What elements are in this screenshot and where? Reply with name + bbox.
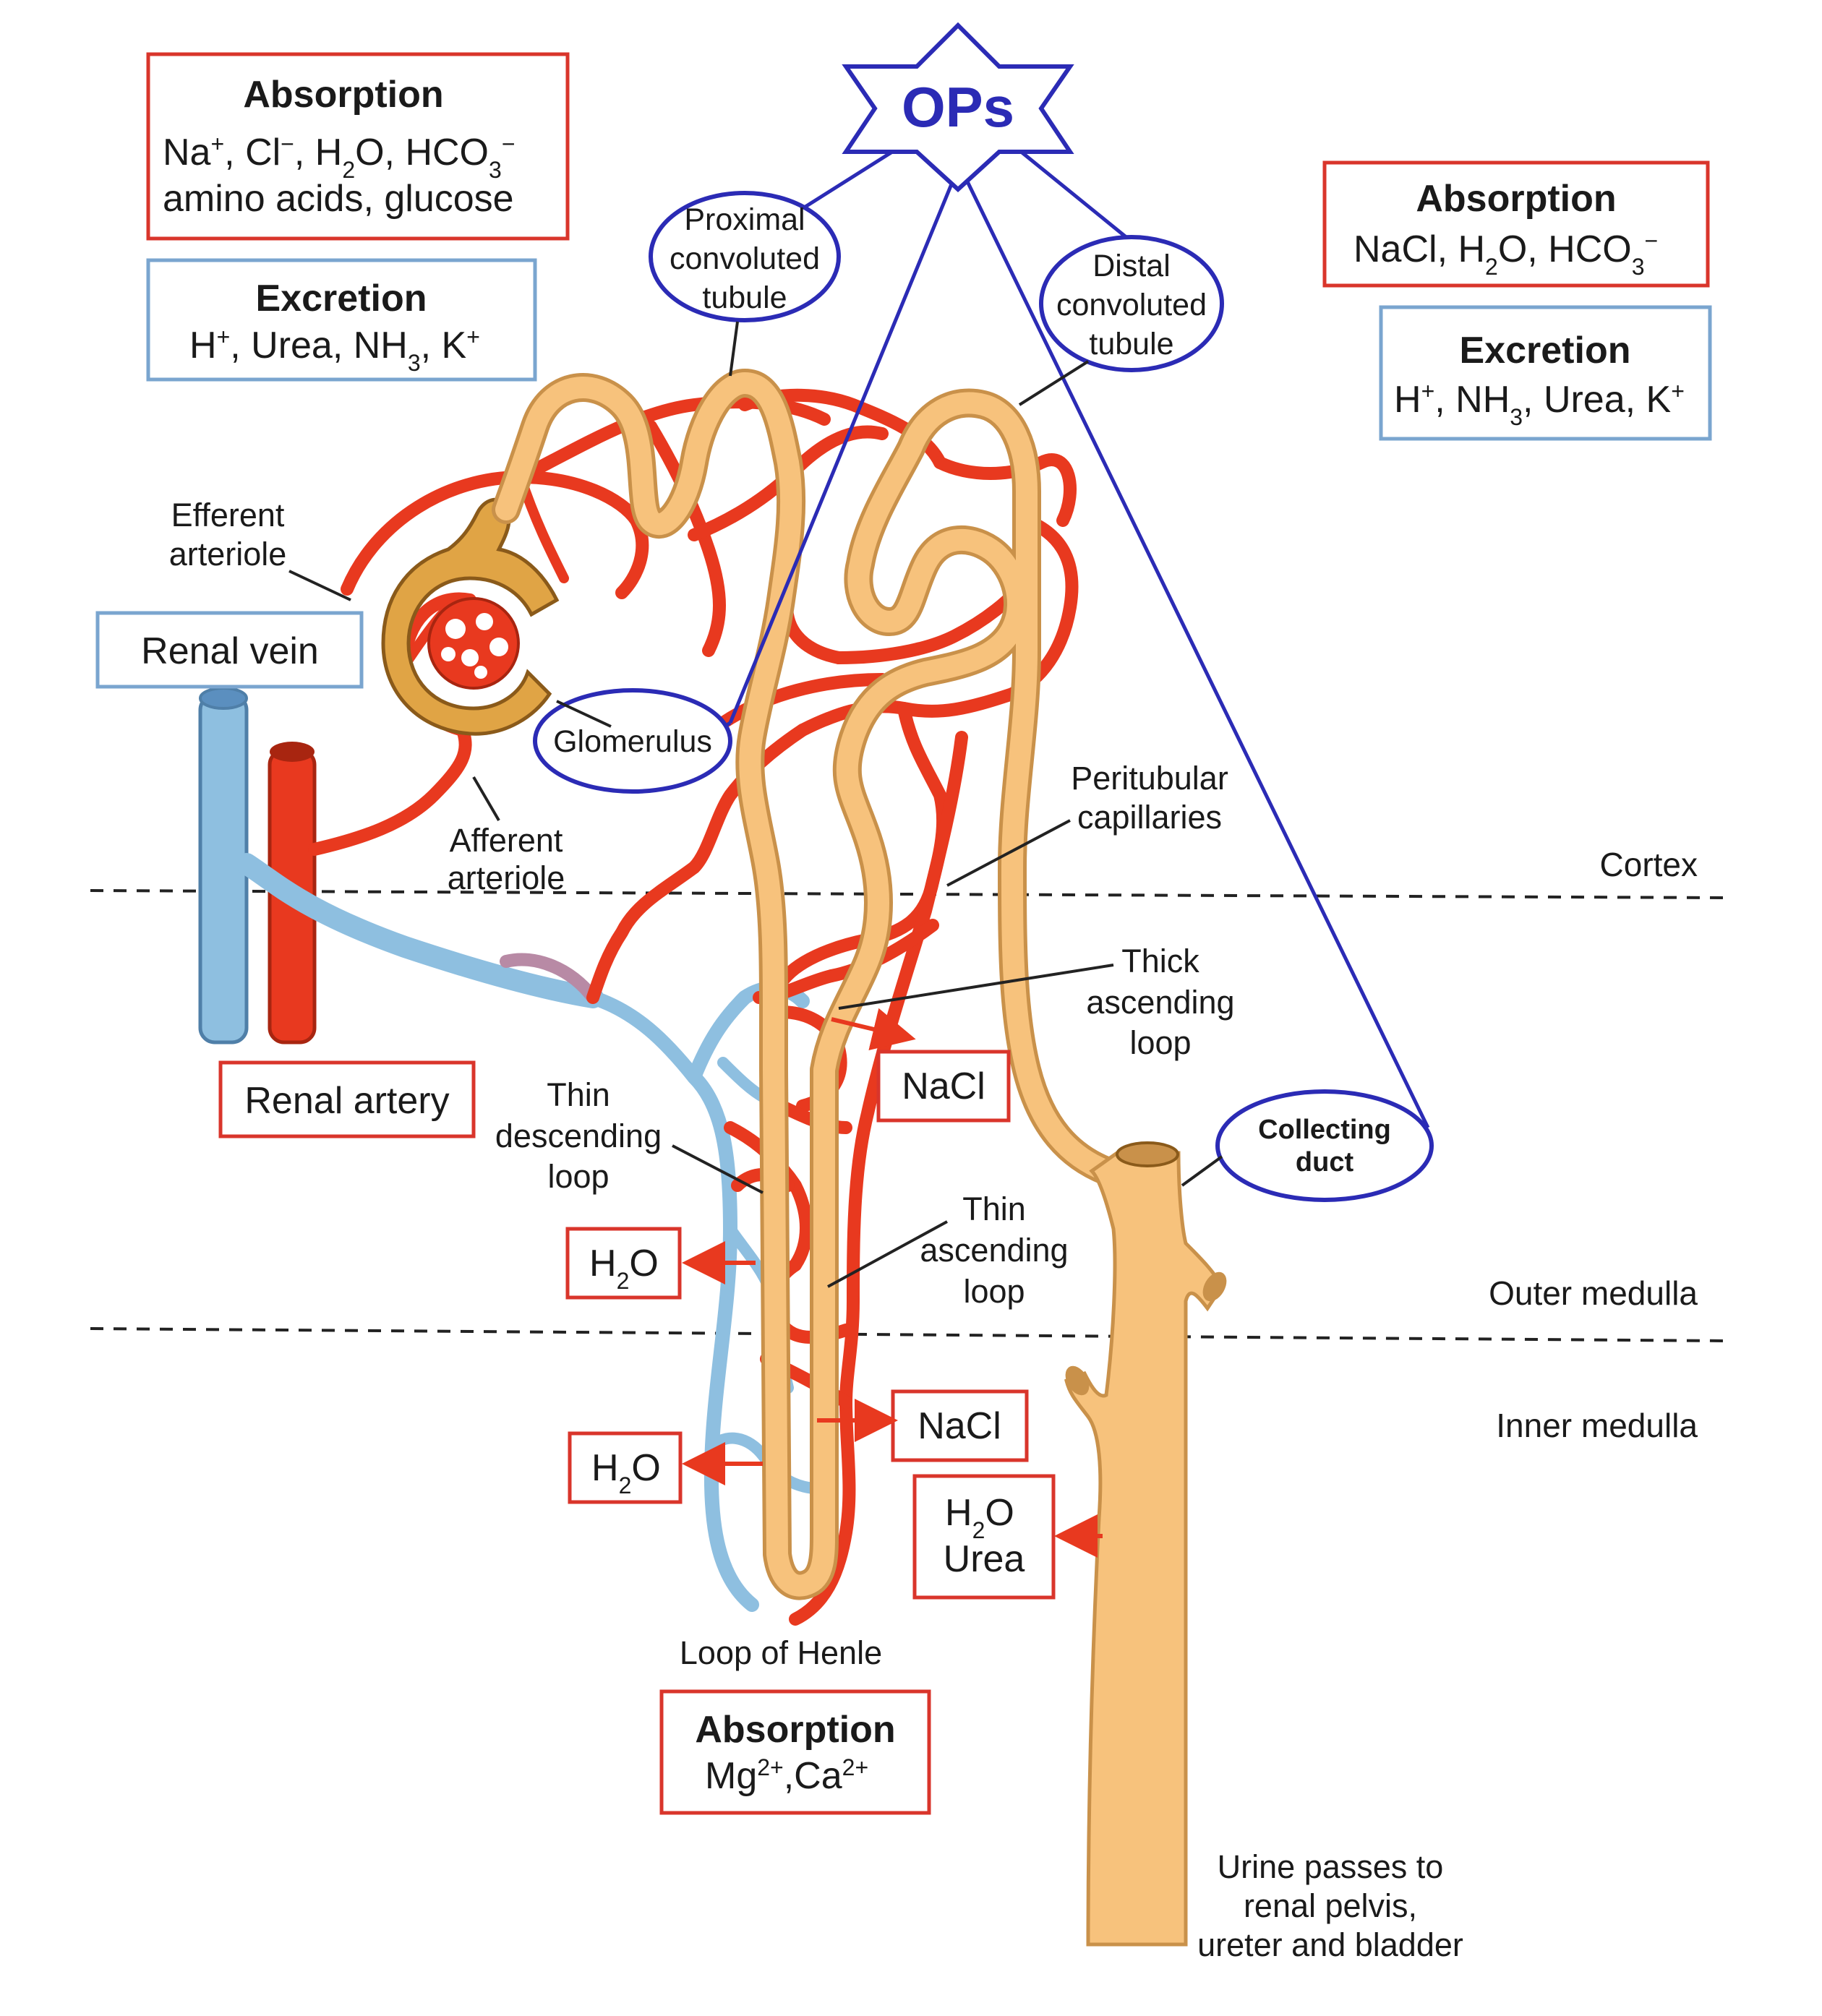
proximal-line1: Proximal [684, 202, 805, 237]
loop-of-henle-label: Loop of Henle [680, 1634, 882, 1671]
svg-text:loop: loop [547, 1158, 609, 1195]
thin-ascending-label: Thin ascending loop [920, 1191, 1068, 1310]
h2o-upper-label: H2O [589, 1243, 659, 1294]
svg-text:ureter and bladder: ureter and bladder [1197, 1926, 1463, 1963]
renal-artery-label: Renal artery [244, 1080, 449, 1122]
nacl-upper-label: NaCl [902, 1065, 985, 1107]
zone-cortex: Cortex [1600, 846, 1698, 883]
absorption-box-top-right: Absorption NaCl, H2O, HCO3− [1322, 160, 1710, 288]
distal-oval: Distal convoluted tubule [1039, 235, 1224, 372]
nacl-box-lower: NaCl [891, 1389, 1029, 1462]
svg-text:Urine passes to: Urine passes to [1218, 1848, 1444, 1885]
proximal-oval: Proximal convoluted tubule [649, 191, 841, 322]
absorption-ions-bottom: Mg2+,Ca2+ [705, 1754, 868, 1797]
h2o-lower-label: H2O [591, 1447, 661, 1498]
svg-text:Thin: Thin [962, 1191, 1026, 1227]
absorption-title-bottom: Absorption [695, 1709, 895, 1751]
nacl-lower-label: NaCl [918, 1405, 1001, 1447]
absorption-title-tl: Absorption [243, 74, 443, 116]
distal-line1: Distal [1092, 249, 1171, 283]
distal-pointer [1018, 360, 1090, 406]
svg-text:Peritubular: Peritubular [1071, 760, 1228, 797]
thin-descending-pointer [672, 1144, 764, 1194]
svg-text:loop: loop [963, 1273, 1025, 1310]
absorption-ions-tl: Na+, Cl−, H2O, HCO3− [163, 131, 516, 183]
collecting-duct-structure [1064, 1141, 1227, 1947]
absorption-ions-tr: NaCl, H2O, HCO3− [1353, 228, 1658, 280]
excretion-title-tl: Excretion [256, 278, 427, 319]
svg-text:descending: descending [495, 1118, 662, 1154]
thick-ascending-pointer [838, 964, 1114, 1010]
excretion-ions-tl: H+, Urea, NH3, K+ [189, 324, 480, 376]
efferent-pointer [288, 570, 351, 601]
svg-text:loop: loop [1129, 1024, 1191, 1061]
renal-vein-label: Renal vein [141, 630, 319, 672]
excretion-ions-tr: H+, NH3, Urea, K+ [1394, 378, 1685, 430]
thin-ascending-pointer [827, 1220, 948, 1288]
collecting-duct-oval: Collecting duct [1215, 1089, 1434, 1202]
collecting-line1: Collecting [1258, 1115, 1391, 1145]
renal-vein-box: Renal vein [95, 611, 364, 689]
h2o-box-lower: H2O [568, 1431, 683, 1504]
distal-line3: tubule [1089, 327, 1173, 361]
venous-capillaries [236, 853, 830, 1612]
glomerulus-label: Glomerulus [553, 724, 712, 759]
distal-line2: convoluted [1056, 288, 1207, 322]
h2o-box-upper: H2O [565, 1227, 682, 1300]
svg-text:renal pelvis,: renal pelvis, [1244, 1887, 1417, 1924]
ops-label: OPs [902, 75, 1014, 139]
proximal-pointer [729, 321, 739, 377]
glomerulus-oval: Glomerulus [533, 688, 732, 794]
absorption-nutrients-tl: amino acids, glucose [163, 178, 514, 220]
collecting-pointer [1181, 1155, 1223, 1187]
glomerulus-pointer [556, 700, 612, 728]
medulla-boundary-line [90, 1327, 1729, 1342]
svg-text:Thin: Thin [547, 1076, 610, 1113]
svg-text:ascending: ascending [1086, 984, 1234, 1021]
svg-text:capillaries: capillaries [1077, 799, 1222, 836]
svg-text:Efferent: Efferent [171, 497, 285, 533]
urine-label: Urine passes to renal pelvis, ureter and… [1197, 1848, 1463, 1963]
thin-descending-label: Thin descending loop [495, 1076, 662, 1195]
h2o-urea-box: H2O Urea [912, 1474, 1056, 1600]
nephron-tubule [492, 369, 1157, 1600]
svg-text:Thick: Thick [1121, 943, 1199, 979]
excretion-title-tr: Excretion [1460, 330, 1631, 372]
svg-text:arteriole: arteriole [169, 536, 287, 572]
absorption-title-tr: Absorption [1416, 178, 1616, 220]
peritubular-pointer [946, 819, 1071, 887]
nacl-upper-arrow [831, 1008, 916, 1051]
proximal-line2: convoluted [670, 241, 820, 276]
nacl-box-upper: NaCl [876, 1050, 1011, 1123]
renal-artery-box: Renal artery [218, 1060, 476, 1138]
afferent-pointer [472, 776, 500, 822]
peritubular-label: Peritubular capillaries [1071, 760, 1228, 836]
h2o-urea-line1: H2O [945, 1492, 1014, 1543]
zone-outer-medulla: Outer medulla [1489, 1274, 1698, 1312]
glomerulus-tuft [427, 597, 520, 690]
excretion-box-top-left: Excretion H+, Urea, NH3, K+ [146, 258, 537, 382]
excretion-box-top-right: Excretion H+, NH3, Urea, K+ [1379, 305, 1712, 441]
cortex-boundary-line [90, 889, 1729, 899]
svg-text:arteriole: arteriole [448, 859, 565, 896]
proximal-line3: tubule [702, 280, 787, 315]
collecting-line2: duct [1296, 1147, 1354, 1178]
thick-ascending-label: Thick ascending loop [1086, 943, 1234, 1061]
zone-inner-medulla: Inner medulla [1496, 1407, 1698, 1444]
h2o-urea-line2: Urea [944, 1538, 1025, 1580]
efferent-arteriole-label: Efferent arteriole [169, 497, 287, 572]
absorption-box-top-left: Absorption Na+, Cl−, H2O, HCO3− amino ac… [146, 52, 570, 241]
svg-text:Afferent: Afferent [450, 822, 563, 859]
afferent-arteriole-label: Afferent arteriole [448, 822, 565, 896]
absorption-box-bottom: Absorption Mg2+,Ca2+ [659, 1689, 931, 1815]
ops-star: OPs [842, 22, 1074, 193]
svg-text:ascending: ascending [920, 1232, 1068, 1269]
